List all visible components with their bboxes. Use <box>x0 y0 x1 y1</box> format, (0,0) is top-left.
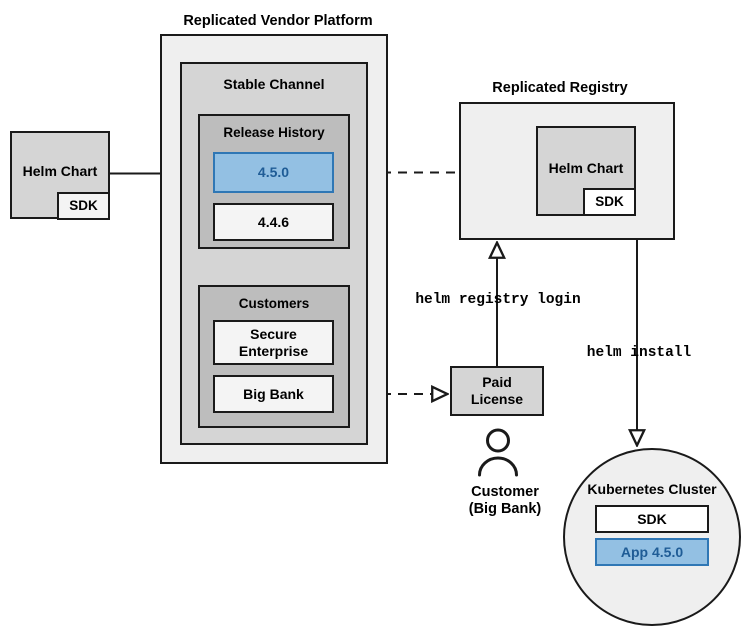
source-sdk-box[interactable]: SDK <box>57 192 110 220</box>
cluster-component-label: App 4.5.0 <box>620 543 684 560</box>
release-history-label: Release History <box>223 125 325 140</box>
registry-sdk-box[interactable]: SDK <box>583 188 636 216</box>
cluster-component-label: SDK <box>637 510 667 527</box>
source-sdk-label: SDK <box>69 198 98 214</box>
customer-item-secure-enterprise[interactable]: Secure Enterprise <box>213 320 334 365</box>
customers-label: Customers <box>238 296 310 311</box>
customer-caption-line1: Customer <box>471 484 539 500</box>
stable-channel-label: Stable Channel <box>223 76 325 92</box>
registry-helm-chart-label: Helm Chart <box>548 160 624 176</box>
kubernetes-cluster-label: Kubernetes Cluster <box>587 481 717 497</box>
release-version-label: 4.4.6 <box>257 213 290 230</box>
paid-license-box[interactable]: Paid License <box>450 366 544 416</box>
cluster-component-sdk[interactable]: SDK <box>595 505 709 533</box>
customer-person-icon <box>478 428 518 477</box>
registry-title: Replicated Registry <box>492 80 628 96</box>
release-item-4-5-0[interactable]: 4.5.0 <box>213 152 334 193</box>
customer-caption-line2: (Big Bank) <box>468 501 542 518</box>
release-version-label: 4.5.0 <box>257 164 290 181</box>
registry-sdk-label: SDK <box>595 194 624 210</box>
customer-name-line1: Secure <box>250 325 297 342</box>
customer-item-big-bank[interactable]: Big Bank <box>213 375 334 413</box>
helm-registry-login-label: helm registry login <box>415 292 581 308</box>
kubernetes-cluster-circle[interactable]: Kubernetes Cluster <box>563 448 741 626</box>
cluster-component-app[interactable]: App 4.5.0 <box>595 538 709 566</box>
source-helm-chart-label: Helm Chart <box>22 163 98 179</box>
helm-install-label: helm install <box>586 345 692 361</box>
paid-license-line1: Paid <box>482 374 512 391</box>
release-item-4-4-6[interactable]: 4.4.6 <box>213 203 334 241</box>
paid-license-line2: License <box>470 391 524 407</box>
customer-name-label: Big Bank <box>243 385 304 402</box>
customer-name-line2: Enterprise <box>238 342 309 359</box>
platform-title: Replicated Vendor Platform <box>183 13 373 29</box>
customer-caption: Customer (Big Bank) <box>430 484 580 519</box>
